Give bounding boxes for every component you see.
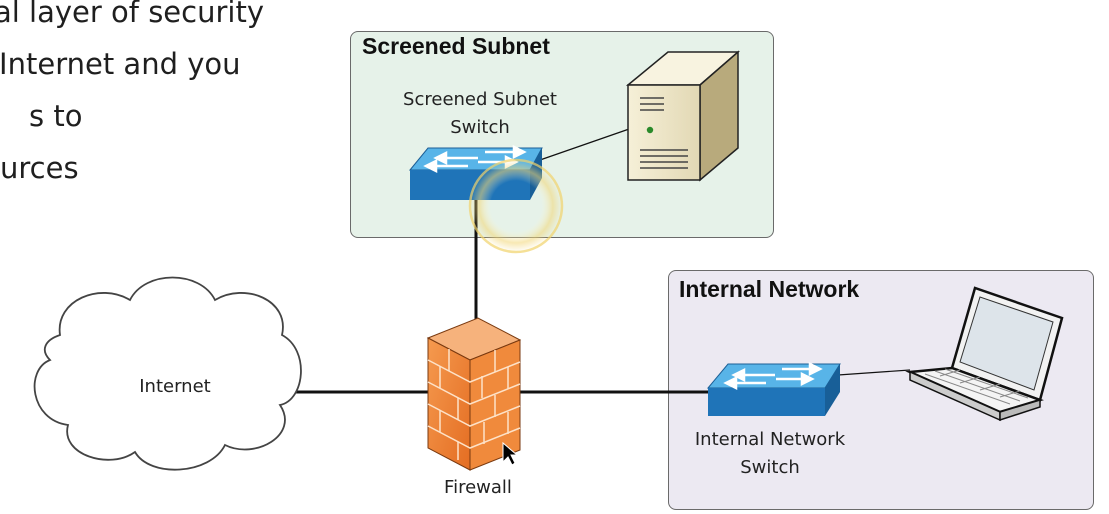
firewall-label: Firewall — [444, 477, 512, 498]
slide-text-line: al layer of security — [0, 0, 264, 29]
internal-network-title: Internal Network — [679, 276, 860, 302]
highlight-circle — [468, 158, 564, 254]
screened-switch-label-line2: Switch — [450, 117, 510, 138]
screened-switch-label: Screened Subnet Switch — [380, 86, 580, 142]
slide-bullet-text: al layer of security e Internet and you … — [0, 0, 264, 194]
internal-switch-icon — [706, 361, 841, 416]
slide-text-line: e Internet and you — [0, 47, 241, 81]
internal-switch-label-line2: Switch — [740, 457, 800, 478]
internet-label: Internet — [139, 376, 211, 397]
brick-wall-icon — [426, 317, 522, 471]
cloud-icon — [33, 276, 302, 471]
screened-subnet-title: Screened Subnet — [362, 33, 550, 59]
slide-text-line: urces — [0, 151, 79, 185]
slide-text-line: s to — [29, 99, 83, 133]
connections — [288, 127, 911, 394]
laptop-icon — [905, 286, 1064, 422]
server-tower-icon — [625, 50, 741, 182]
screened-switch-label-line1: Screened Subnet — [403, 89, 557, 110]
internal-switch-label-line1: Internal Network — [694, 429, 846, 450]
mouse-cursor-icon — [502, 441, 519, 466]
screened-switch-server-link — [539, 127, 633, 161]
internal-switch-laptop-link — [837, 369, 911, 376]
internal-switch-label: Internal Network Switch — [670, 426, 870, 482]
